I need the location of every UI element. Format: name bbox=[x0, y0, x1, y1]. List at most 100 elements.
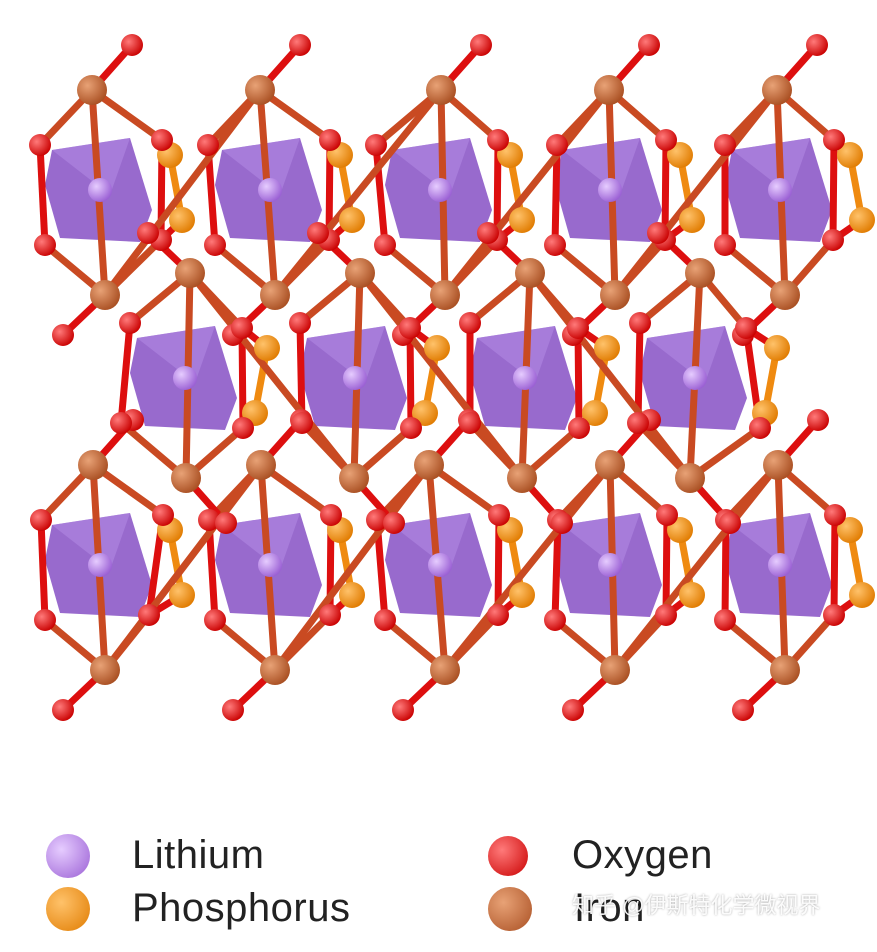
oxygen-atom bbox=[459, 312, 481, 334]
oxygen-atom bbox=[629, 312, 651, 334]
phosphorus-atom bbox=[679, 207, 705, 233]
phosphorus-atom bbox=[254, 335, 280, 361]
oxygen-atom bbox=[714, 134, 736, 156]
oxygen-atom bbox=[197, 134, 219, 156]
oxygen-atom bbox=[719, 512, 741, 534]
oxygen-atom bbox=[544, 609, 566, 631]
bond bbox=[721, 516, 730, 624]
iron-atom bbox=[426, 75, 456, 105]
oxygen-atom bbox=[383, 512, 405, 534]
oxygen-atom bbox=[232, 417, 254, 439]
oxygen-atom bbox=[546, 134, 568, 156]
oxygen-atom bbox=[34, 609, 56, 631]
lithium-atom bbox=[598, 553, 622, 577]
oxygen-atom bbox=[400, 417, 422, 439]
bond bbox=[611, 86, 781, 299]
bond bbox=[36, 141, 49, 249]
brown-sphere-icon bbox=[488, 886, 532, 931]
polyhedron-face bbox=[732, 138, 810, 195]
iron-atom bbox=[78, 450, 108, 480]
oxygen-atom bbox=[110, 412, 132, 434]
oxygen-atom bbox=[231, 317, 253, 339]
bond bbox=[441, 86, 613, 299]
bond bbox=[551, 141, 561, 249]
oxygen-atom bbox=[319, 604, 341, 626]
iron-atom bbox=[260, 280, 290, 310]
oxygen-atom bbox=[806, 34, 828, 56]
phosphorus-atom bbox=[764, 335, 790, 361]
phosphorus-atom bbox=[424, 335, 450, 361]
oxygen-atom bbox=[732, 699, 754, 721]
bond bbox=[662, 511, 671, 619]
oxygen-atom bbox=[121, 34, 143, 56]
oxygen-atom bbox=[152, 504, 174, 526]
polyhedron-face bbox=[52, 513, 130, 570]
oxygen-atom bbox=[52, 324, 74, 346]
red-sphere-icon bbox=[488, 835, 528, 876]
oxygen-atom bbox=[749, 417, 771, 439]
bond bbox=[661, 136, 670, 244]
legend-item-iron: Iron bbox=[488, 886, 645, 931]
oxygen-atom bbox=[824, 504, 846, 526]
lithium-atom bbox=[768, 553, 792, 577]
iron-atom bbox=[260, 655, 290, 685]
iron-atom bbox=[594, 75, 624, 105]
oxygen-atom bbox=[568, 417, 590, 439]
lithium-atom bbox=[513, 366, 537, 390]
polyhedron-face bbox=[222, 513, 300, 570]
oxygen-atom bbox=[656, 504, 678, 526]
phosphorus-atom bbox=[169, 582, 195, 608]
phosphorus-atom bbox=[849, 582, 875, 608]
oxygen-atom bbox=[151, 129, 173, 151]
bond bbox=[117, 319, 134, 427]
iron-atom bbox=[171, 463, 201, 493]
iron-atom bbox=[77, 75, 107, 105]
oxygen-atom bbox=[487, 604, 509, 626]
oxygen-atom bbox=[823, 129, 845, 151]
polyhedron-face bbox=[477, 326, 555, 383]
legend-item-oxygen: Oxygen bbox=[488, 833, 713, 878]
lithium-atom bbox=[88, 553, 112, 577]
bond bbox=[551, 516, 562, 624]
phosphorus-atom bbox=[679, 582, 705, 608]
iron-atom bbox=[414, 450, 444, 480]
oxygen-atom bbox=[291, 412, 313, 434]
oxygen-atom bbox=[319, 129, 341, 151]
oxygen-atom bbox=[544, 234, 566, 256]
legend-item-phosphorus: Phosphorus bbox=[46, 886, 350, 931]
iron-atom bbox=[430, 655, 460, 685]
iron-atom bbox=[507, 463, 537, 493]
bond bbox=[441, 461, 614, 674]
oxygen-atom bbox=[647, 222, 669, 244]
bond bbox=[372, 141, 389, 249]
bond bbox=[526, 269, 694, 482]
bond bbox=[356, 269, 526, 482]
phosphorus-atom bbox=[667, 142, 693, 168]
iron-atom bbox=[685, 258, 715, 288]
oxygen-atom bbox=[488, 504, 510, 526]
oxygen-atom bbox=[138, 604, 160, 626]
iron-atom bbox=[430, 280, 460, 310]
phosphorus-atom bbox=[582, 400, 608, 426]
oxygen-atom bbox=[714, 609, 736, 631]
bond bbox=[830, 511, 839, 619]
oxygen-atom bbox=[477, 222, 499, 244]
legend-item-lithium: Lithium bbox=[46, 833, 264, 878]
oxygen-atom bbox=[365, 134, 387, 156]
legend-label-oxygen: Oxygen bbox=[572, 833, 713, 877]
iron-atom bbox=[675, 463, 705, 493]
oxygen-atom bbox=[215, 512, 237, 534]
polyhedron-face bbox=[392, 513, 470, 570]
phosphorus-atom bbox=[849, 207, 875, 233]
oxygen-atom bbox=[204, 234, 226, 256]
lithium-atom bbox=[428, 553, 452, 577]
oxygen-atom bbox=[137, 222, 159, 244]
atoms bbox=[29, 34, 875, 721]
iron-atom bbox=[245, 75, 275, 105]
oxygen-atom bbox=[562, 699, 584, 721]
oxygen-atom bbox=[366, 509, 388, 531]
polyhedron-face bbox=[222, 138, 300, 195]
oxygen-atom bbox=[52, 699, 74, 721]
orange-sphere-icon bbox=[46, 886, 90, 931]
oxygen-atom bbox=[34, 234, 56, 256]
